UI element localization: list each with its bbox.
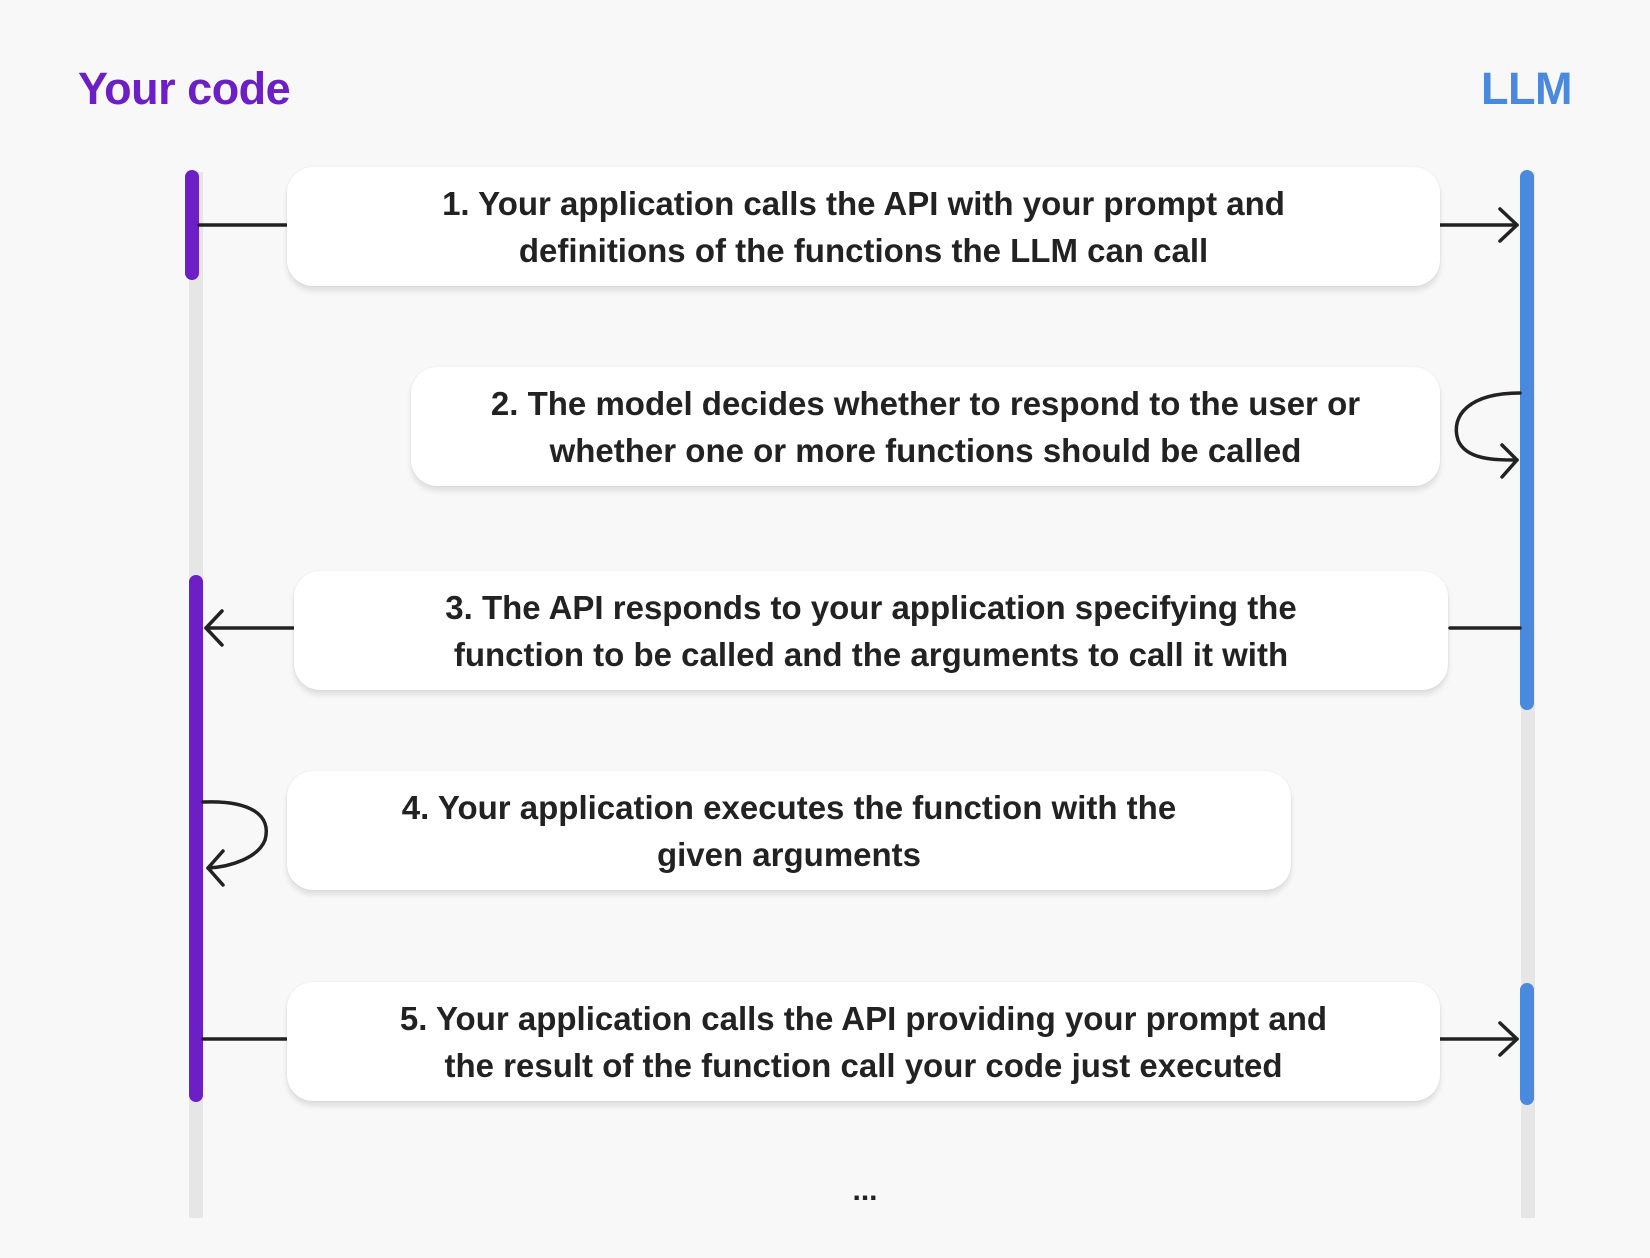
actor-your-code-label: Your code bbox=[78, 63, 291, 114]
step-5-box: 5. Your application calls the API provid… bbox=[287, 982, 1440, 1101]
step-5-text: 5. Your application calls the API provid… bbox=[399, 999, 1328, 1084]
step-1-arrowhead bbox=[1498, 207, 1519, 243]
step-3-text: 3. The API responds to your application … bbox=[445, 588, 1297, 673]
step-2-text: 2. The model decides whether to respond … bbox=[490, 384, 1361, 469]
step-2-self-loop bbox=[1454, 391, 1522, 462]
llm-activation-2 bbox=[1520, 983, 1534, 1105]
step-3-arrowhead bbox=[204, 609, 224, 647]
step-4-text: 4. Your application executes the functio… bbox=[401, 788, 1177, 873]
step-4-self-loop bbox=[201, 800, 268, 870]
step-1-box: 1. Your application calls the API with y… bbox=[287, 167, 1440, 286]
step-3-box: 3. The API responds to your application … bbox=[294, 571, 1448, 690]
step-2-box: 2. The model decides whether to respond … bbox=[411, 367, 1440, 486]
your-code-activation-2 bbox=[189, 575, 203, 1102]
actor-llm-label: LLM bbox=[1481, 63, 1572, 114]
llm-activation-1 bbox=[1520, 170, 1534, 710]
step-1-text: 1. Your application calls the API with y… bbox=[442, 184, 1285, 269]
your-code-activation-1 bbox=[185, 170, 199, 280]
step-2-arrowhead bbox=[1500, 443, 1519, 479]
continuation-ellipsis: ... bbox=[852, 1174, 878, 1207]
step-4-arrowhead bbox=[206, 849, 225, 887]
step-5-arrowhead bbox=[1498, 1021, 1519, 1057]
step-4-box: 4. Your application executes the functio… bbox=[287, 771, 1291, 890]
